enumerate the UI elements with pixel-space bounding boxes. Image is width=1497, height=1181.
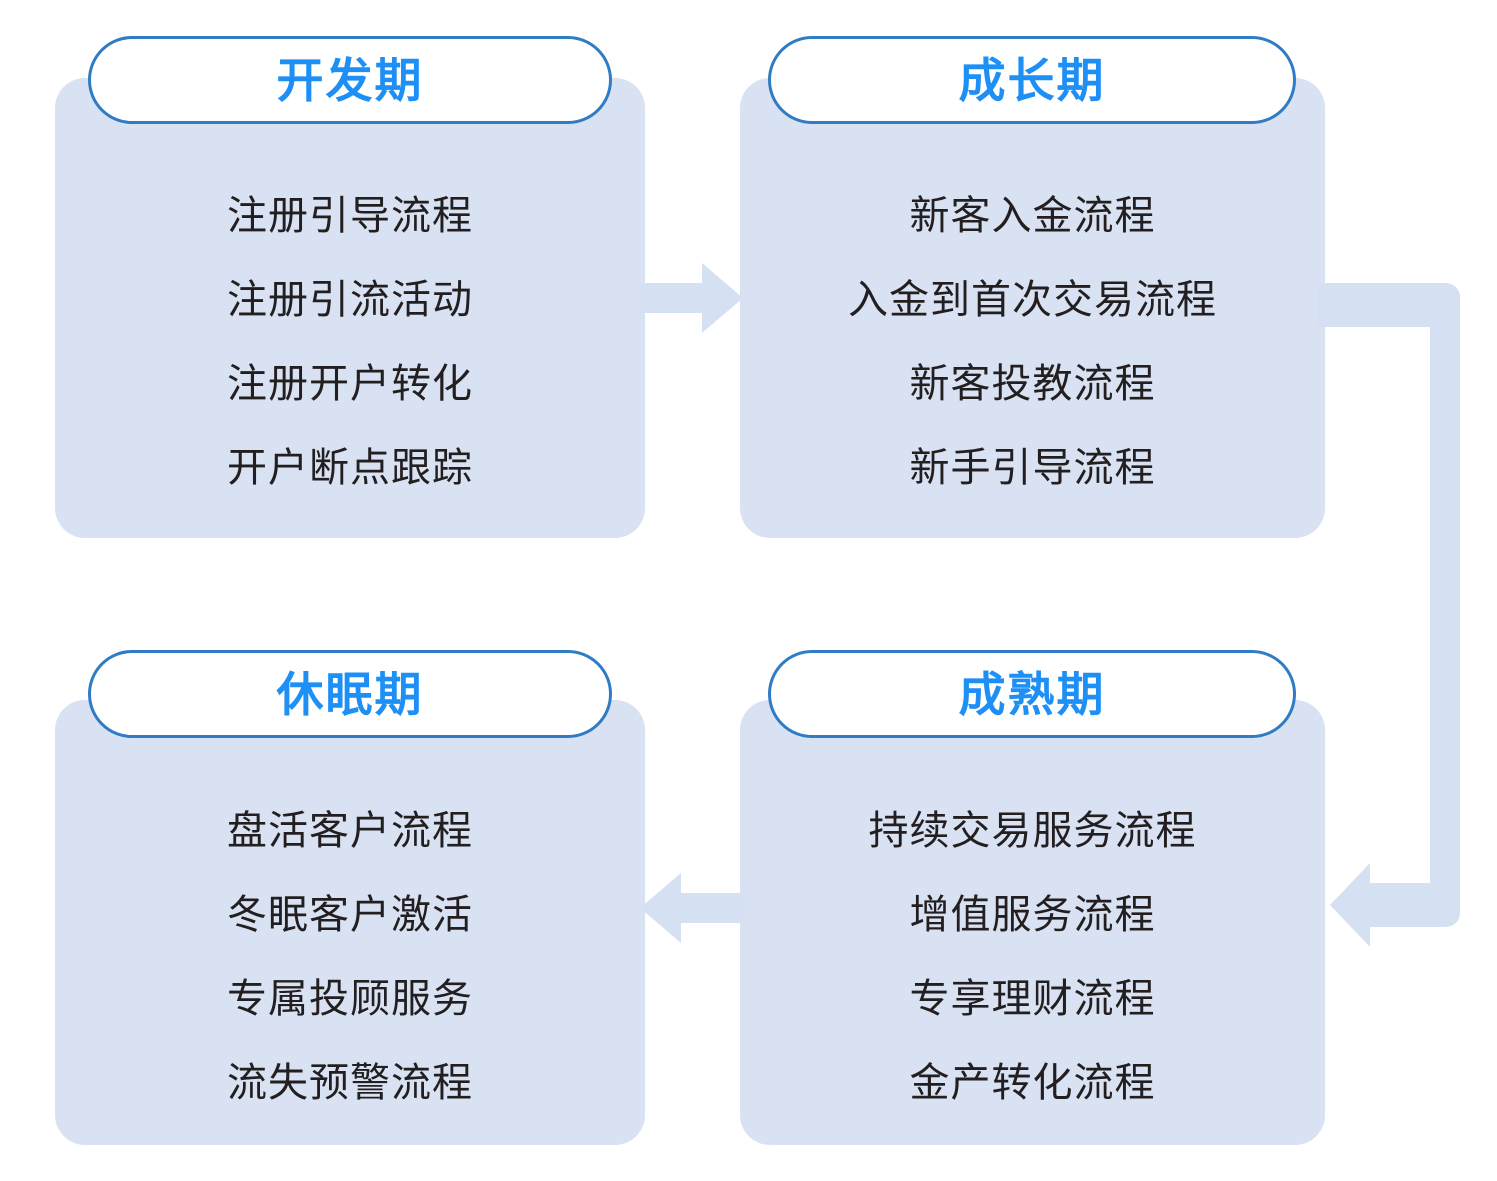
stage-title-label: 休眠期 <box>276 667 424 721</box>
stage-item-list-development: 注册引导流程 注册引流活动 注册开户转化 开户断点跟踪 <box>55 138 645 538</box>
stage-item: 开户断点跟踪 <box>227 446 473 490</box>
stage-item: 冬眠客户激活 <box>227 892 473 937</box>
stage-title-label: 开发期 <box>276 53 424 107</box>
stage-item: 新手引导流程 <box>909 446 1156 490</box>
stage-title-pill-development[interactable]: 开发期 <box>88 36 612 124</box>
stage-item: 注册引流活动 <box>227 278 473 322</box>
stage-item: 专享理财流程 <box>909 976 1156 1021</box>
stage-item: 盘活客户流程 <box>227 808 473 853</box>
arrow-right-icon <box>640 263 743 333</box>
stage-item: 注册引导流程 <box>227 194 473 238</box>
elbow-arrow-down-left-icon <box>1318 283 1460 947</box>
stage-item-list-mature: 持续交易服务流程 增值服务流程 专享理财流程 金产转化流程 <box>740 760 1325 1145</box>
stage-card-dormant[interactable]: 盘活客户流程 冬眠客户激活 专属投顾服务 流失预警流程 <box>55 700 645 1145</box>
stage-card-development[interactable]: 注册引导流程 注册引流活动 注册开户转化 开户断点跟踪 <box>55 78 645 538</box>
stage-item-list-growth: 新客入金流程 入金到首次交易流程 新客投教流程 新手引导流程 <box>740 138 1325 538</box>
stage-card-growth[interactable]: 新客入金流程 入金到首次交易流程 新客投教流程 新手引导流程 <box>740 78 1325 538</box>
stage-item: 入金到首次交易流程 <box>848 278 1217 322</box>
stage-title-pill-dormant[interactable]: 休眠期 <box>88 650 612 738</box>
stage-title-pill-growth[interactable]: 成长期 <box>768 36 1296 124</box>
stage-title-label: 成长期 <box>958 53 1106 107</box>
stage-item: 增值服务流程 <box>909 892 1156 937</box>
stage-item: 金产转化流程 <box>909 1060 1156 1105</box>
stage-item: 新客入金流程 <box>909 194 1156 238</box>
stage-card-mature[interactable]: 持续交易服务流程 增值服务流程 专享理财流程 金产转化流程 <box>740 700 1325 1145</box>
stage-item-list-dormant: 盘活客户流程 冬眠客户激活 专属投顾服务 流失预警流程 <box>55 760 645 1145</box>
stage-item: 流失预警流程 <box>227 1060 473 1105</box>
stage-item: 新客投教流程 <box>909 362 1156 406</box>
arrow-left-icon <box>640 873 743 943</box>
stage-item: 持续交易服务流程 <box>868 808 1197 853</box>
stage-title-label: 成熟期 <box>958 667 1106 721</box>
stage-title-pill-mature[interactable]: 成熟期 <box>768 650 1296 738</box>
stage-item: 专属投顾服务 <box>227 976 473 1021</box>
stage-item: 注册开户转化 <box>227 362 473 406</box>
